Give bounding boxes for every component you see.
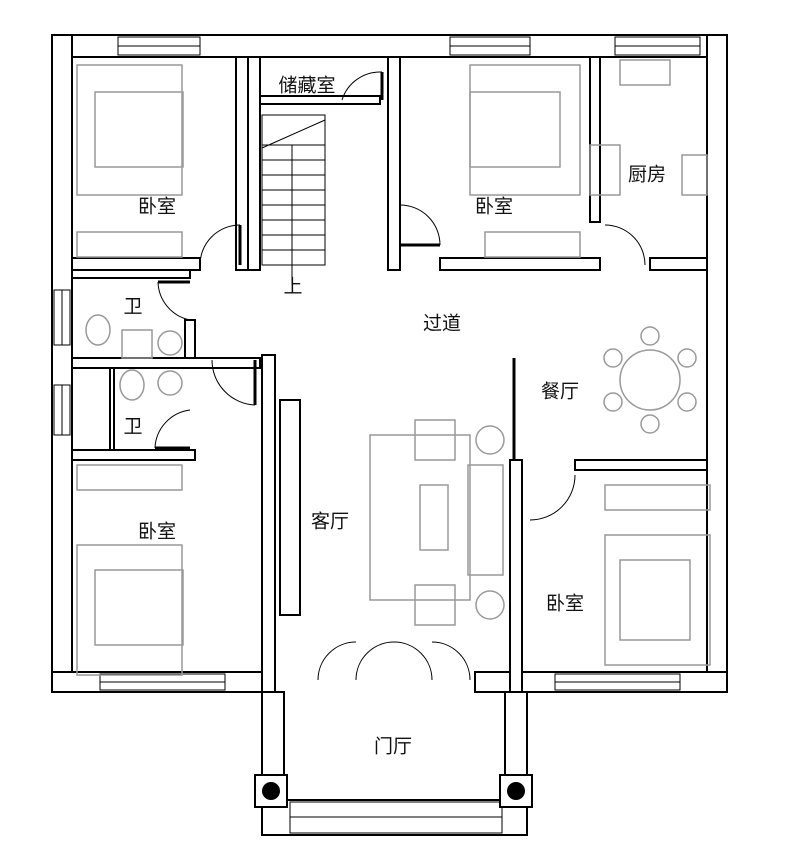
stair-up-label: 上 bbox=[283, 275, 303, 298]
room-label-bedroom-nw: 卧室 bbox=[137, 195, 177, 218]
room-label-bath-upper: 卫 bbox=[123, 295, 143, 318]
room-label-bath-lower: 卫 bbox=[123, 415, 143, 438]
windows bbox=[53, 36, 701, 834]
stairs bbox=[261, 114, 326, 285]
room-label-bedroom-sw: 卧室 bbox=[137, 520, 177, 543]
room-label-bedroom-se: 卧室 bbox=[545, 592, 585, 615]
room-label-bedroom-n: 卧室 bbox=[474, 195, 514, 218]
room-label-dining: 餐厅 bbox=[540, 380, 580, 403]
room-label-corridor: 过道 bbox=[422, 312, 462, 335]
columns bbox=[254, 774, 533, 808]
room-label-foyer: 门厅 bbox=[373, 735, 413, 758]
room-label-storage: 储藏室 bbox=[278, 74, 336, 97]
room-label-kitchen: 厨房 bbox=[627, 163, 667, 186]
furniture bbox=[76, 59, 711, 676]
room-label-living: 客厅 bbox=[310, 510, 350, 533]
doors bbox=[154, 71, 646, 681]
